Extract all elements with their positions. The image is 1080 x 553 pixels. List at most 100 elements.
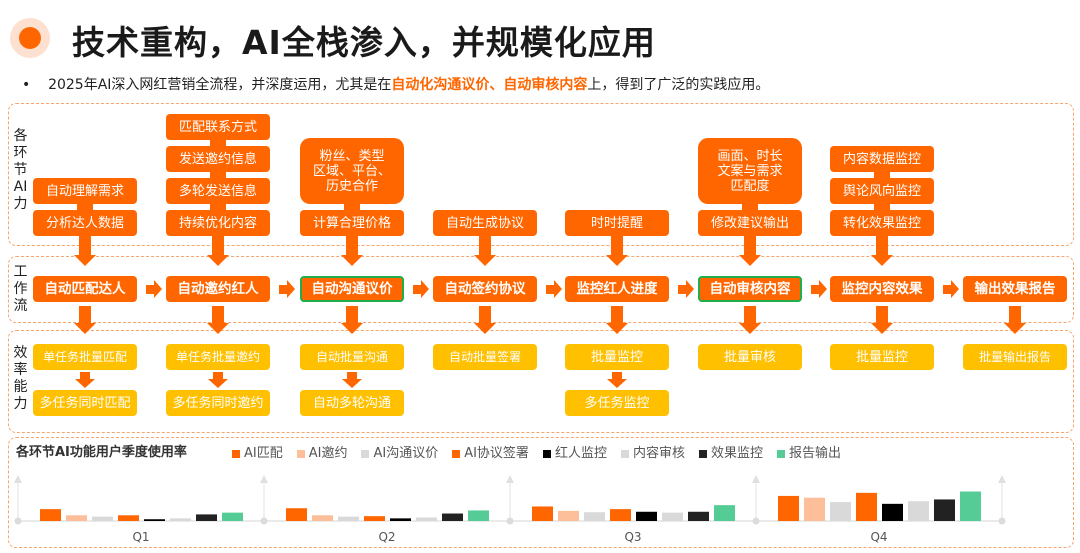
bar-AI沟通议价-Q3 bbox=[584, 512, 605, 521]
x-tick-label: Q2 bbox=[378, 530, 395, 544]
workflow-step-box: 自动邀约红人 bbox=[166, 276, 270, 302]
bar-AI匹配-Q2 bbox=[286, 508, 307, 521]
down-arrow-shaft bbox=[479, 306, 491, 324]
legend-label: AI协议签署 bbox=[464, 446, 529, 461]
legend-swatch bbox=[542, 449, 551, 458]
down-arrow-icon bbox=[607, 379, 627, 388]
bar-AI协议签署-Q1 bbox=[118, 515, 139, 521]
down-arrow-icon bbox=[342, 379, 362, 388]
ai-capability-box: 内容数据监控 bbox=[830, 146, 934, 172]
down-arrow-shaft bbox=[1009, 306, 1021, 324]
right-arrow-icon bbox=[819, 280, 827, 298]
axis-origin-dot bbox=[260, 517, 268, 525]
down-arrow-shaft bbox=[80, 372, 90, 380]
bar-AI邀约-Q3 bbox=[558, 510, 579, 521]
bar-内容审核-Q3 bbox=[662, 512, 683, 521]
x-tick-label: Q4 bbox=[870, 530, 887, 544]
right-arrow-shaft bbox=[279, 285, 288, 294]
down-arrow-shaft bbox=[876, 306, 888, 324]
legend-item: 内容审核 bbox=[620, 442, 685, 461]
bar-效果监控-Q3 bbox=[688, 511, 709, 521]
page-title: 技术重构，AI全栈渗入，并规模化应用 bbox=[72, 23, 656, 62]
bullet-text: 2025年AI深入网红营销全流程，并深度运用，尤其是在 bbox=[48, 77, 392, 93]
legend-item: AI协议签署 bbox=[452, 442, 529, 461]
ai-criteria-box: 画面、时长 文案与需求 匹配度 bbox=[698, 138, 802, 204]
bar-AI沟通议价-Q1 bbox=[92, 516, 113, 521]
ai-capability-box: 发送邀约信息 bbox=[166, 146, 270, 172]
down-arrow-shaft bbox=[611, 236, 623, 256]
legend-label: AI匹配 bbox=[244, 446, 283, 461]
legend-item: 红人监控 bbox=[542, 442, 607, 461]
ai-capability-box: 修改建议输出 bbox=[698, 210, 802, 236]
bar-AI邀约-Q1 bbox=[66, 515, 87, 521]
bar-AI匹配-Q4 bbox=[778, 495, 799, 521]
intro-bullet: • 2025年AI深入网红营销全流程，并深度运用，尤其是在自动化沟通议价、自动审… bbox=[22, 74, 769, 94]
axis-origin-dot bbox=[998, 517, 1006, 525]
down-arrow-shaft bbox=[347, 372, 357, 380]
legend-item: 报告输出 bbox=[776, 442, 841, 461]
ai-capability-box: 多轮发送信息 bbox=[166, 178, 270, 204]
bar-AI协议签署-Q3 bbox=[610, 509, 631, 521]
down-arrow-shaft bbox=[611, 306, 623, 324]
down-arrow-icon bbox=[208, 379, 228, 388]
down-arrow-icon bbox=[207, 323, 229, 334]
workflow-step-box: 自动沟通议价 bbox=[300, 276, 404, 302]
right-arrow-icon bbox=[554, 280, 562, 298]
legend-label: 报告输出 bbox=[788, 446, 841, 461]
axis-origin-dot bbox=[14, 517, 22, 525]
right-arrow-shaft bbox=[943, 285, 952, 294]
down-arrow-icon bbox=[606, 323, 628, 334]
down-arrow-icon bbox=[75, 379, 95, 388]
ai-capability-box: 转化效果监控 bbox=[830, 210, 934, 236]
down-arrow-icon bbox=[74, 323, 96, 334]
workflow-step-box: 监控红人进度 bbox=[565, 276, 669, 302]
bar-内容审核-Q2 bbox=[416, 517, 437, 521]
right-arrow-icon bbox=[686, 280, 694, 298]
down-arrow-shaft bbox=[744, 236, 756, 256]
efficiency-box: 自动批量签署 bbox=[433, 344, 537, 370]
efficiency-box: 批量监控 bbox=[830, 344, 934, 370]
workflow-step-box: 自动签约协议 bbox=[433, 276, 537, 302]
down-arrow-shaft bbox=[346, 236, 358, 256]
right-arrow-shaft bbox=[546, 285, 555, 294]
right-arrow-shaft bbox=[678, 285, 687, 294]
axis-arrow-icon bbox=[260, 475, 268, 483]
right-arrow-icon bbox=[421, 280, 429, 298]
down-arrow-icon bbox=[474, 323, 496, 334]
ai-capability-box: 匹配联系方式 bbox=[166, 114, 270, 140]
ai-capability-box: 舆论风向监控 bbox=[830, 178, 934, 204]
down-arrow-shaft bbox=[346, 306, 358, 324]
down-arrow-shaft bbox=[213, 372, 223, 380]
bullet-marker: • bbox=[22, 77, 31, 93]
bar-报告输出-Q4 bbox=[960, 491, 981, 521]
legend-swatch bbox=[232, 449, 240, 458]
down-arrow-icon bbox=[341, 255, 363, 266]
x-tick-label: Q1 bbox=[132, 530, 149, 544]
bar-AI协议签署-Q4 bbox=[856, 492, 877, 521]
down-arrow-icon bbox=[207, 255, 229, 266]
chart-section bbox=[8, 437, 1074, 548]
workflow-step-box: 输出效果报告 bbox=[963, 276, 1067, 302]
ai-criteria-box: 粉丝、类型 区域、平台、 历史合作 bbox=[300, 138, 404, 204]
bar-效果监控-Q4 bbox=[934, 499, 955, 521]
ai-capability-box: 计算合理价格 bbox=[300, 210, 404, 236]
legend-swatch bbox=[776, 449, 785, 458]
section-label-ai: 各环节AI力 bbox=[13, 128, 28, 212]
legend-swatch bbox=[361, 449, 370, 458]
down-arrow-shaft bbox=[212, 236, 224, 256]
workflow-section bbox=[8, 256, 1074, 323]
axis-arrow-icon bbox=[506, 475, 514, 483]
bar-AI匹配-Q3 bbox=[532, 506, 553, 521]
right-arrow-icon bbox=[154, 280, 162, 298]
bar-红人监控-Q4 bbox=[882, 503, 903, 521]
bullet-highlight: 自动化沟通议价、自动审核内容 bbox=[391, 77, 588, 93]
down-arrow-icon bbox=[341, 323, 363, 334]
down-arrow-icon bbox=[606, 255, 628, 266]
ai-capability-box: 分析达人数据 bbox=[33, 210, 137, 236]
workflow-step-box: 自动审核内容 bbox=[698, 276, 802, 302]
efficiency-section bbox=[8, 330, 1074, 433]
axis-arrow-icon bbox=[14, 475, 22, 483]
bar-报告输出-Q1 bbox=[222, 512, 243, 521]
legend-swatch bbox=[452, 449, 461, 458]
down-arrow-icon bbox=[1004, 323, 1026, 334]
